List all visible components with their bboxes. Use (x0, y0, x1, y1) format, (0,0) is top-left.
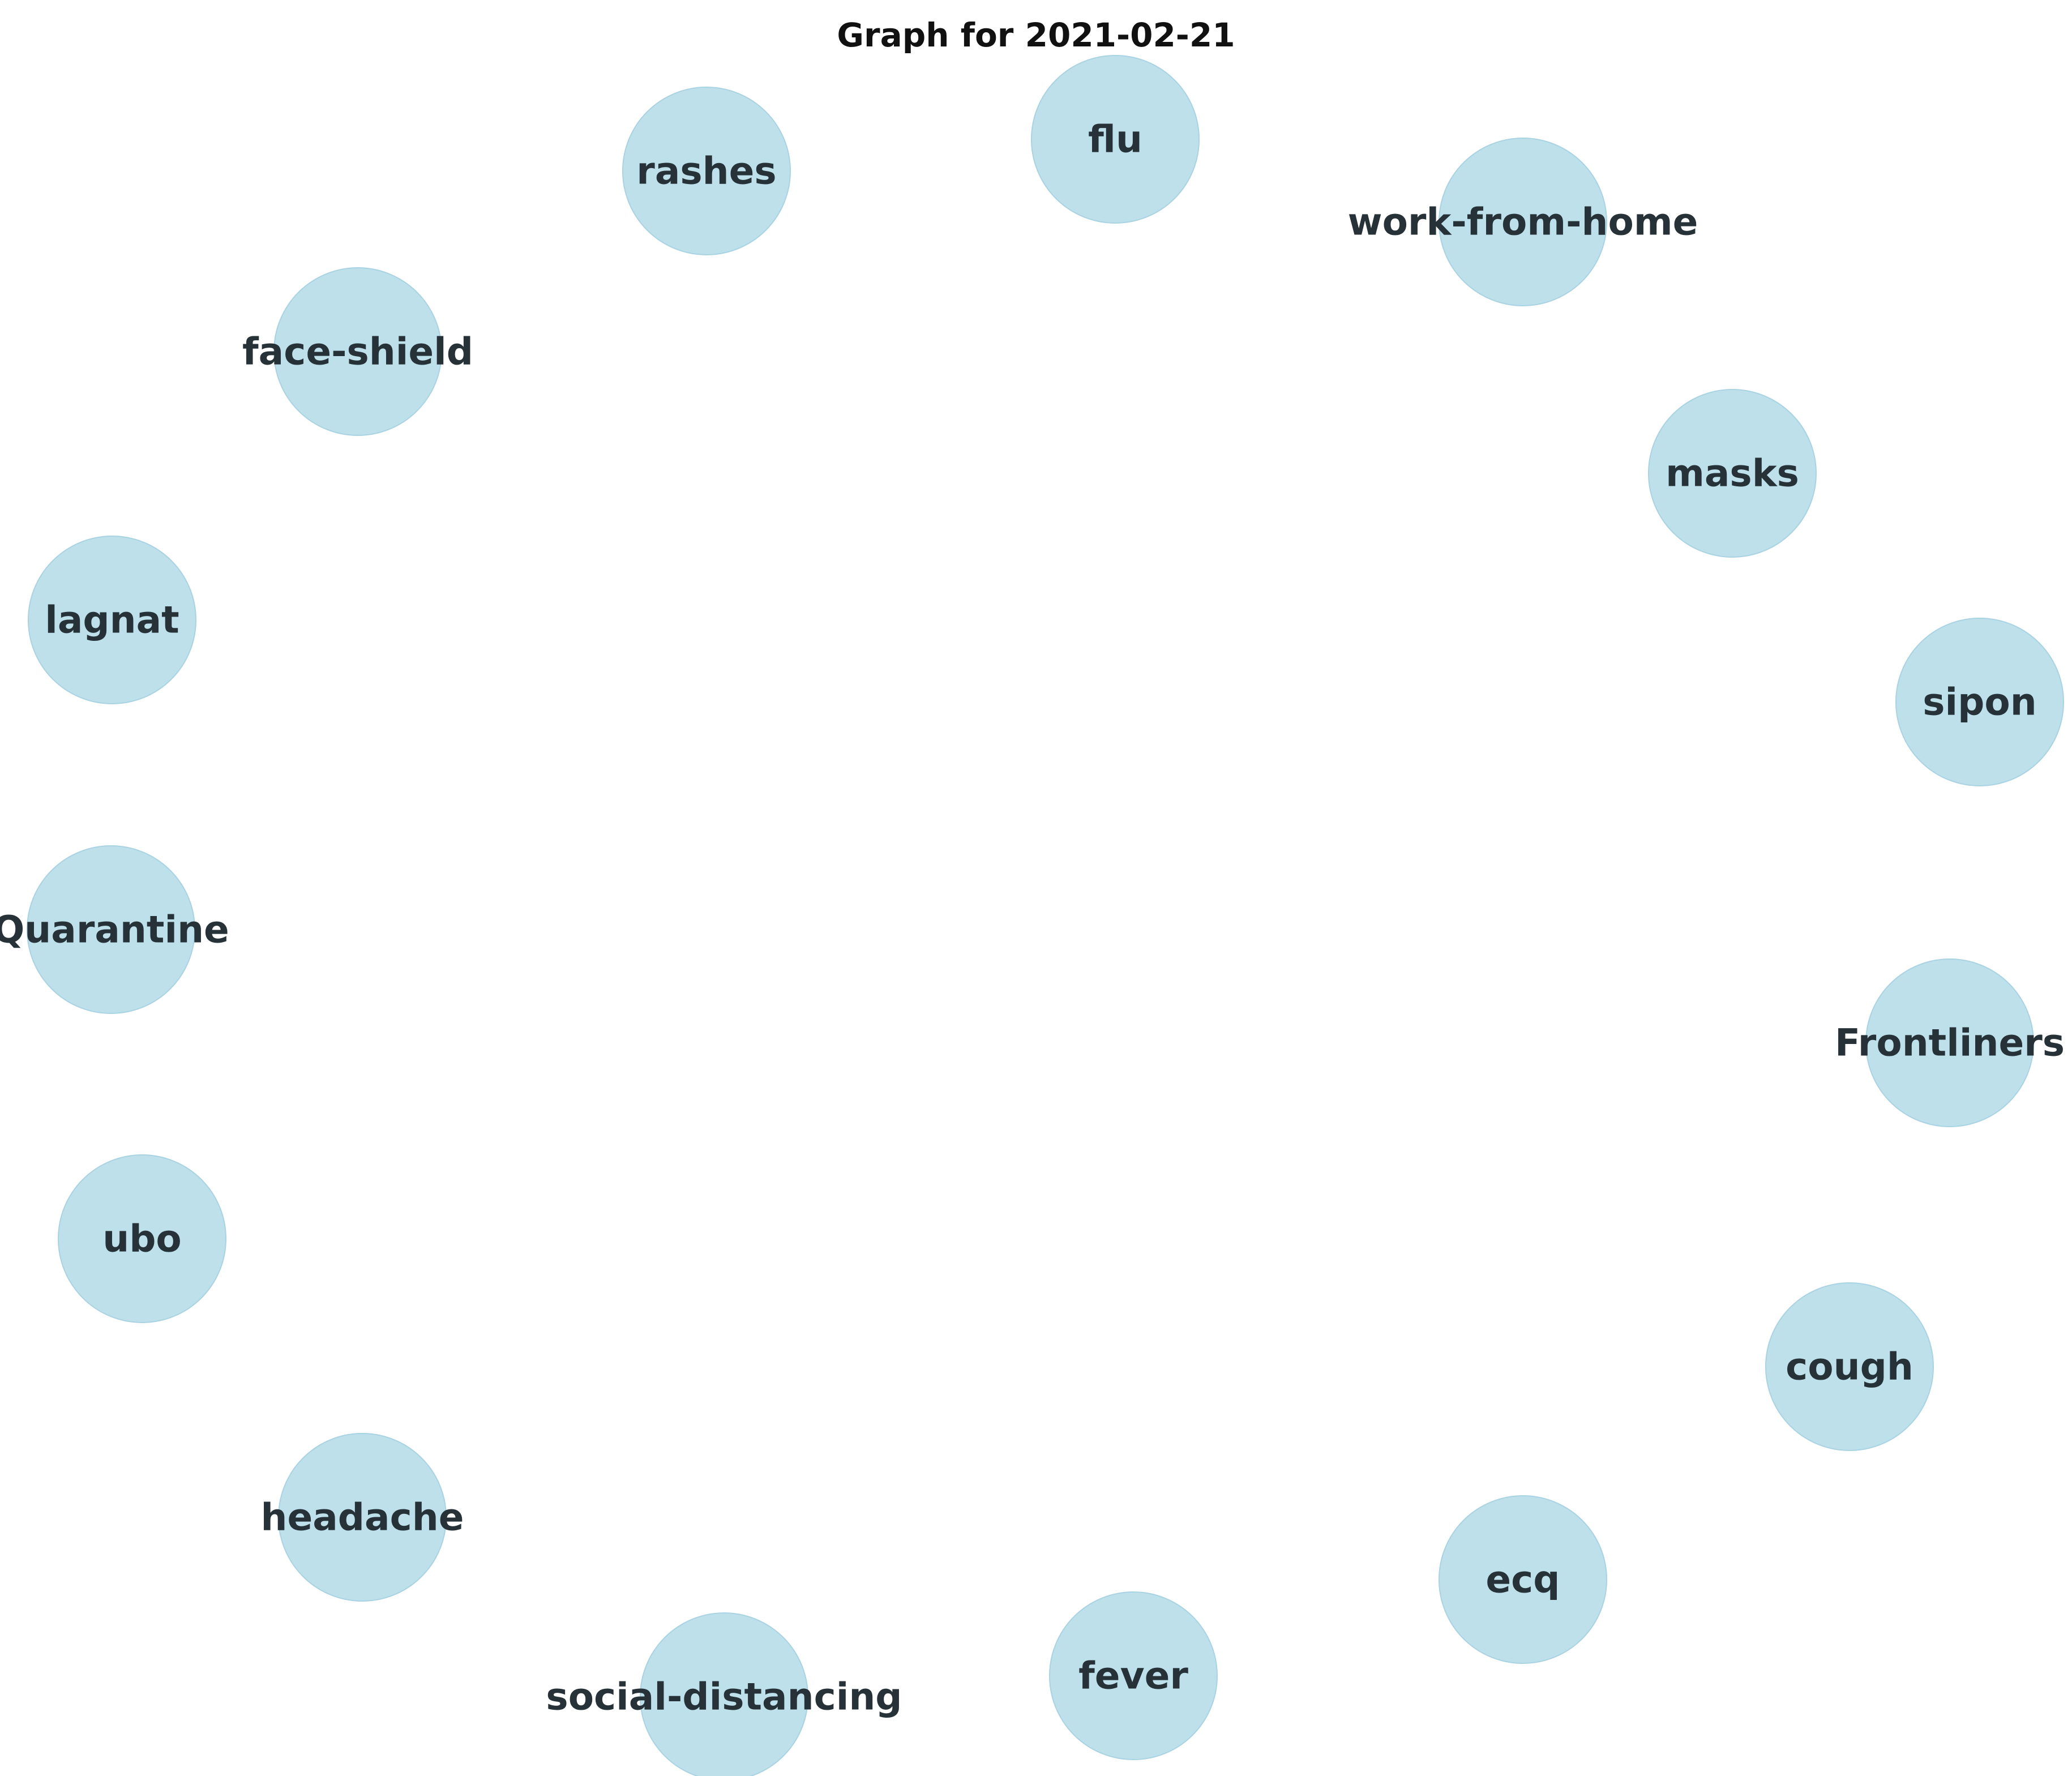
node-label: face-shield (242, 330, 473, 374)
node-circle (1648, 389, 1817, 558)
node-label: ecq (1485, 1558, 1560, 1602)
node-circle (1865, 958, 2034, 1127)
node-circle (1049, 1591, 1218, 1760)
graph-node-headache: headache (261, 1433, 464, 1602)
node-circle (1439, 138, 1607, 306)
node-label: ubo (102, 1217, 182, 1261)
node-circle (640, 1612, 808, 1776)
node-circle (28, 536, 196, 704)
node-label: Quarantine (0, 908, 229, 952)
graph-title: Graph for 2021-02-21 (837, 16, 1235, 54)
graph-node-work-from-home: work-from-home (1348, 138, 1698, 306)
node-circle (278, 1433, 447, 1602)
node-label: sipon (1923, 681, 2036, 724)
node-label: lagnat (45, 598, 179, 642)
graph-node-social-distancing: social-distancing (546, 1612, 902, 1776)
node-circle (1895, 618, 2064, 786)
node-label: rashes (636, 149, 776, 193)
node-label: masks (1666, 452, 1799, 495)
graph-node-ecq: ecq (1439, 1495, 1607, 1664)
node-label: social-distancing (546, 1675, 902, 1719)
graph-node-quarantine: Quarantine (0, 845, 229, 1014)
node-label: flu (1088, 118, 1142, 161)
graph-node-ubo: ubo (58, 1154, 226, 1323)
node-label: work-from-home (1348, 200, 1698, 244)
node-label: fever (1078, 1654, 1188, 1698)
graph-node-fever: fever (1049, 1591, 1218, 1760)
node-circle (58, 1154, 226, 1323)
node-circle (1031, 55, 1200, 224)
graph-node-face-shield: face-shield (242, 267, 473, 436)
node-label: cough (1786, 1345, 1913, 1389)
graph-node-frontliners: Frontliners (1835, 958, 2065, 1127)
graph-node-cough: cough (1765, 1282, 1934, 1451)
graph-node-sipon: sipon (1895, 618, 2064, 786)
node-circle (1439, 1495, 1607, 1664)
node-circle (27, 845, 195, 1014)
graph-node-lagnat: lagnat (28, 536, 196, 704)
nodes-layer: flu rashes work-from-home face-shield masks l… (0, 55, 2065, 1776)
graph-node-rashes: rashes (622, 87, 791, 255)
node-circle (273, 267, 442, 436)
node-label: Frontliners (1835, 1021, 2065, 1065)
node-circle (622, 87, 791, 255)
graph-node-masks: masks (1648, 389, 1817, 558)
graph-node-flu: flu (1031, 55, 1200, 224)
node-label: headache (261, 1496, 464, 1539)
node-circle (1765, 1282, 1934, 1451)
